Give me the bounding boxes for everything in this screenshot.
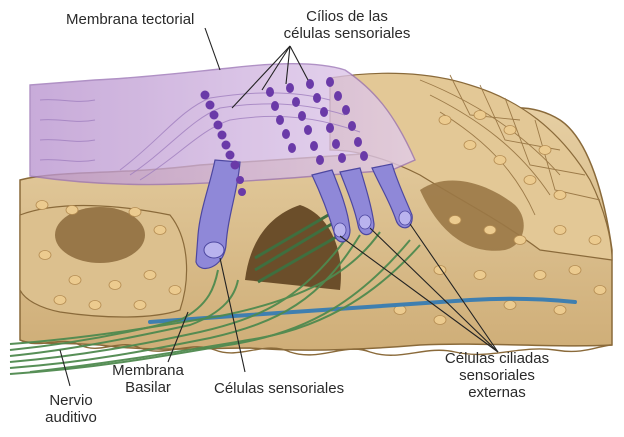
label-externas-line-2: sensoriales [432, 367, 562, 384]
label-nervio-line-2: auditivo [36, 409, 106, 426]
label-externas-line-1: Células ciliadas [432, 350, 562, 367]
label-nervio-auditivo: Nervio auditivo [36, 392, 106, 426]
label-membrana-basilar-line-2: Basilar [108, 379, 188, 396]
label-celulas-ciliadas-externas: Células ciliadas sensoriales externas [432, 350, 562, 401]
label-cilios-line-1: Cílios de las [272, 8, 422, 25]
label-nervio-line-1: Nervio [36, 392, 106, 409]
label-membrana-tectorial: Membrana tectorial [66, 11, 194, 28]
label-externas-line-3: externas [432, 384, 562, 401]
label-membrana-basilar: Membrana Basilar [108, 362, 188, 396]
label-celulas-sensoriales: Células sensoriales [214, 380, 344, 397]
label-cilios: Cílios de las células sensoriales [272, 8, 422, 42]
label-membrana-basilar-line-1: Membrana [108, 362, 188, 379]
label-cilios-line-2: células sensoriales [272, 25, 422, 42]
